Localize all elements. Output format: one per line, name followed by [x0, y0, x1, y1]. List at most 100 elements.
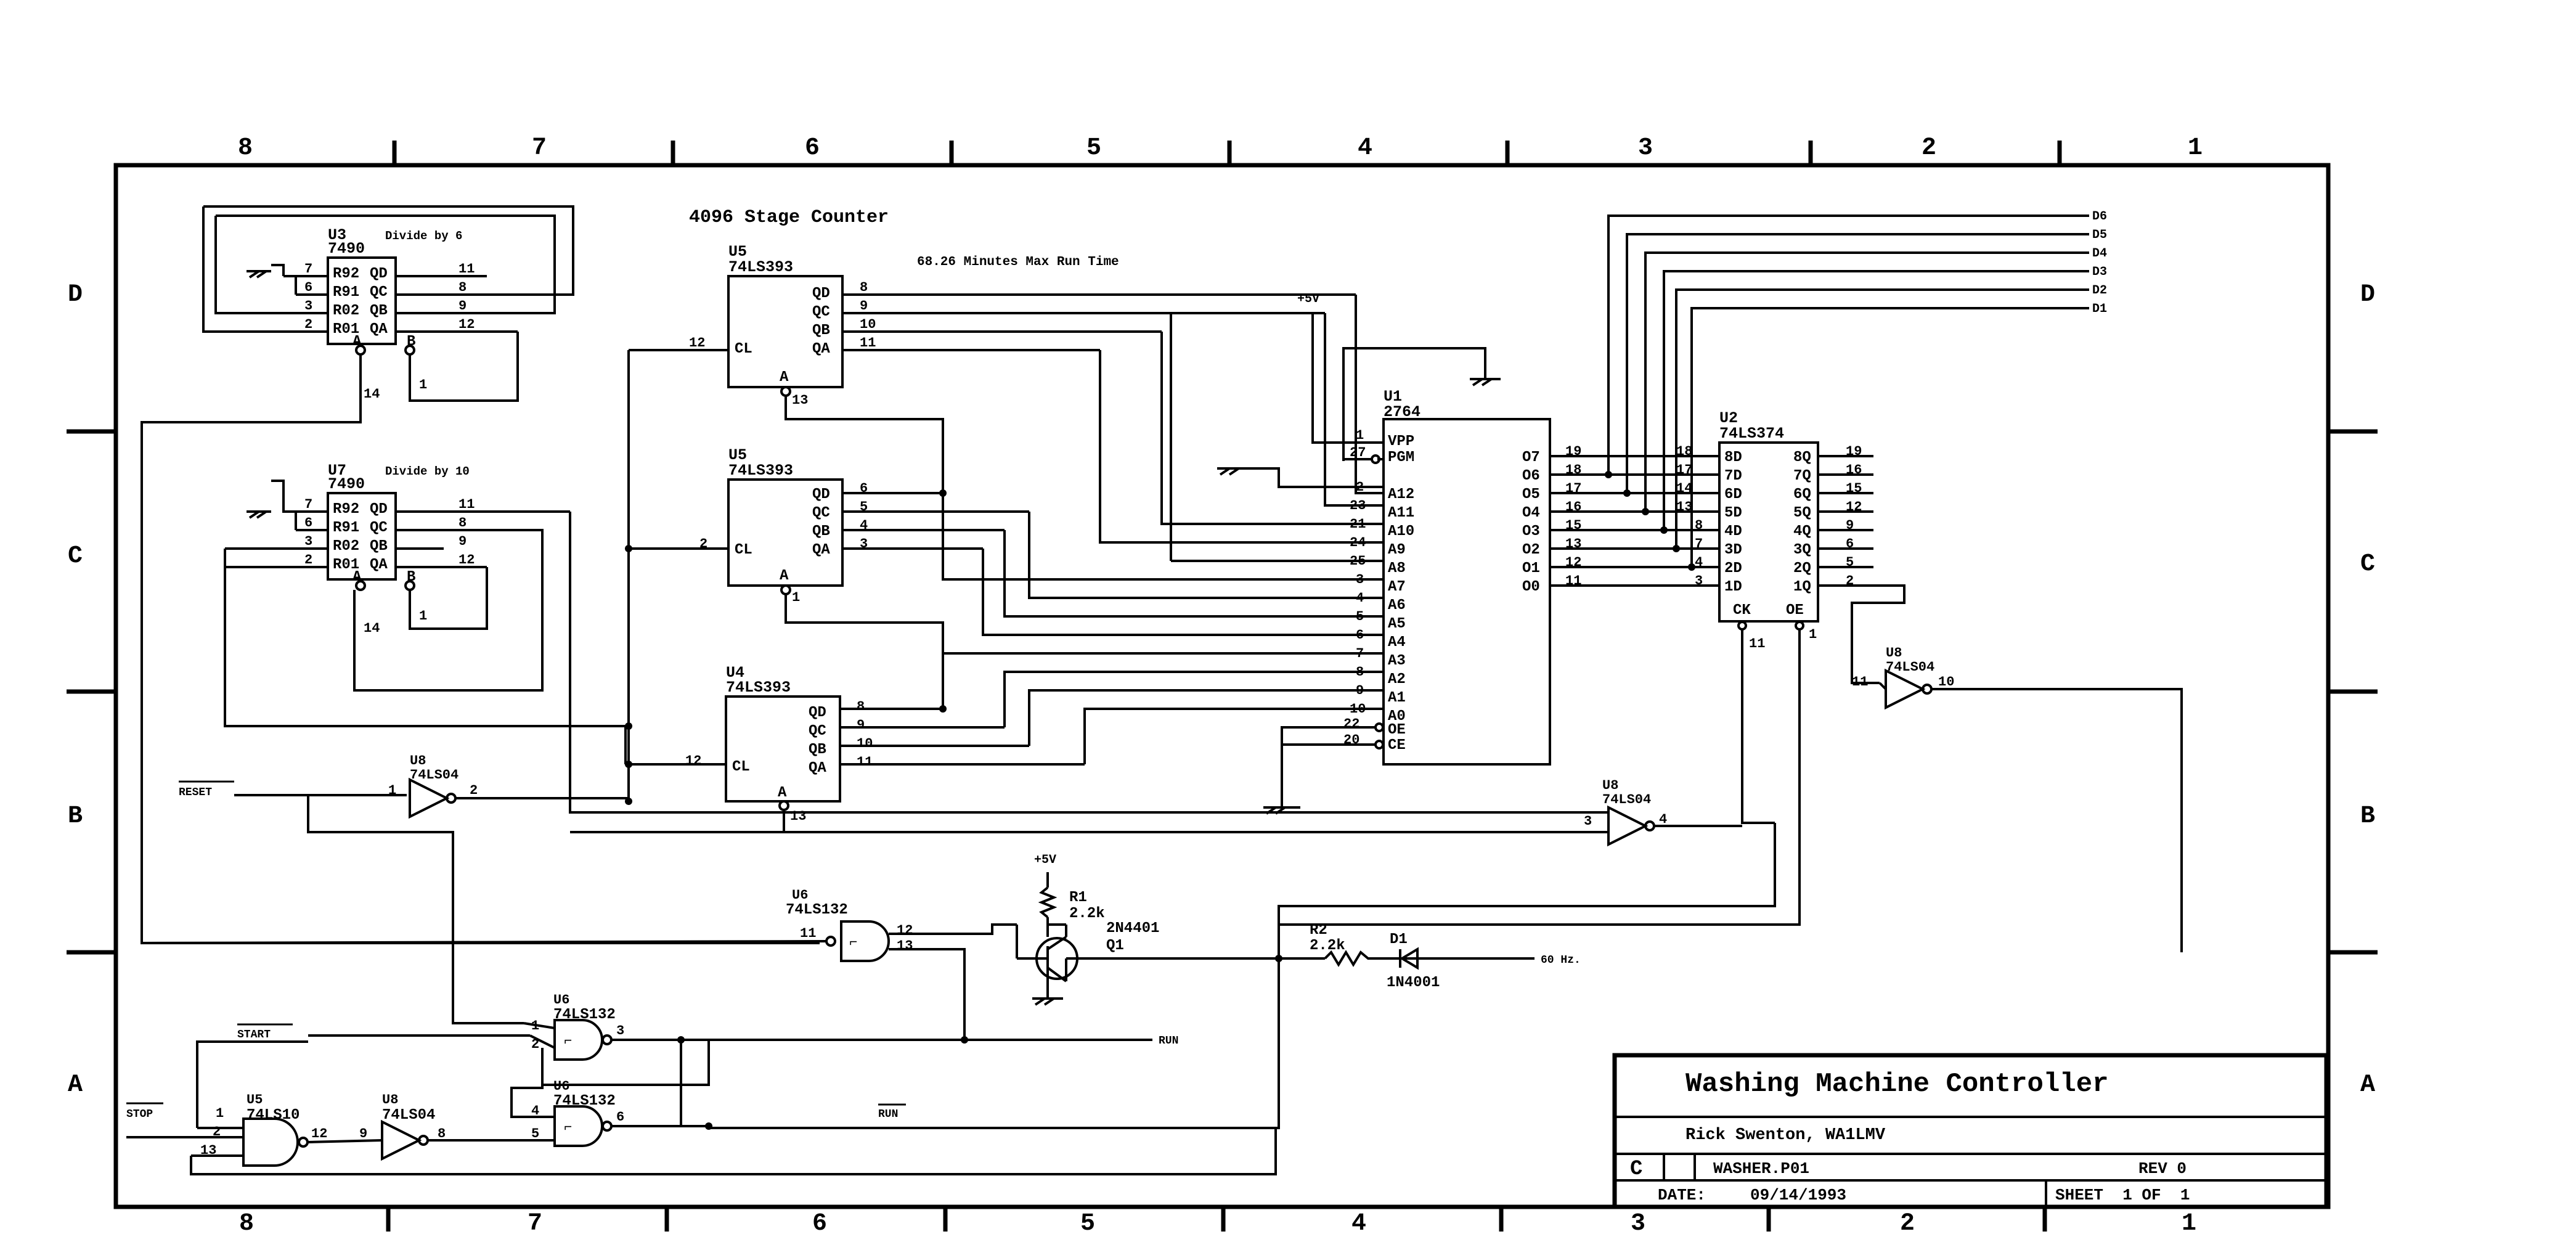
u6t-ref: U6 — [792, 888, 808, 903]
u3-pin-r91: R91 — [333, 284, 359, 301]
u7-pin-qa: QA — [370, 557, 388, 573]
u2-num-1: 1 — [1809, 627, 1817, 642]
u7-num-6: 6 — [304, 515, 312, 531]
u1-num-9: 9 — [1356, 683, 1364, 698]
u1-pin-a0: A0 — [1388, 708, 1406, 725]
u1-pin-o3: O3 — [1522, 523, 1540, 540]
u7-pin-r01: R01 — [333, 557, 359, 573]
rev-text: REV 0 — [2138, 1159, 2187, 1178]
u6t-symbol: ⌐ — [849, 935, 857, 950]
u2-num-7: 7 — [1695, 536, 1703, 552]
u1-pin-a8: A8 — [1388, 560, 1406, 577]
u2-num-8: 8 — [1695, 518, 1703, 533]
u1-pin-oe: OE — [1388, 722, 1406, 738]
u2-pin-2q: 2Q — [1793, 560, 1811, 577]
u1-2764: U1 2764 VPP PGM A12 A11 A10 A9 A8 A7 A6 … — [1217, 292, 1581, 815]
u5a-part: 74LS393 — [728, 258, 793, 276]
u1-pin-pgm: PGM — [1388, 449, 1414, 466]
u5a-num-9: 9 — [860, 298, 868, 314]
u2-ref: U2 — [1719, 409, 1738, 427]
zone-col-bottom-5: 5 — [1080, 1210, 1095, 1238]
u1-pin-o2: O2 — [1522, 542, 1540, 558]
zone-col-bottom-1: 1 — [2182, 1210, 2196, 1238]
u4-num-10: 10 — [857, 736, 873, 751]
u2-num-11: 11 — [1749, 636, 1765, 652]
u1-pin-a7: A7 — [1388, 579, 1406, 595]
u5a-pin-qa: QA — [812, 341, 830, 357]
run-bar-label: RUN — [878, 1108, 898, 1121]
u8r-in: 1 — [388, 783, 396, 798]
start-label: START — [237, 1029, 271, 1041]
u5b-pin-qc: QC — [812, 505, 830, 521]
u8b-ref: U8 — [1602, 778, 1618, 793]
u3-pin-r01: R01 — [333, 321, 359, 338]
r2-ref: R2 — [1310, 922, 1327, 939]
u6t-in1: 11 — [800, 926, 816, 941]
u7-num-12: 12 — [459, 552, 475, 568]
u5a-num-8: 8 — [860, 280, 868, 295]
u3-pin-r92: R92 — [333, 266, 359, 282]
u5b-num-1: 1 — [792, 590, 800, 605]
u5a-num-10: 10 — [860, 317, 876, 332]
zone-col-top-1: 1 — [2188, 134, 2203, 162]
u6a2-ref: U6 — [553, 1079, 569, 1094]
u4-num-13: 13 — [790, 809, 806, 824]
u5a-pin-qc: QC — [812, 304, 830, 321]
u6a1-symbol: ⌐ — [564, 1034, 572, 1049]
u5a-num-12: 12 — [689, 335, 705, 351]
u1-num-27: 27 — [1350, 445, 1366, 460]
u8a-out: 8 — [438, 1126, 446, 1142]
u5n-in1: 1 — [216, 1106, 224, 1121]
u1-num-24: 24 — [1350, 535, 1366, 550]
u8a-in: 9 — [359, 1126, 367, 1142]
u1-pin-a5: A5 — [1388, 616, 1406, 632]
u7-num-11: 11 — [459, 497, 475, 512]
u8r-out: 2 — [470, 783, 478, 798]
u6t-part: 74LS132 — [786, 902, 848, 918]
u5b-74ls393: U5 74LS393 QD QC QB QA CL A 6 5 4 3 2 1 — [629, 446, 1029, 709]
u8b-in: 3 — [1584, 814, 1592, 829]
u1-pin-o5: O5 — [1522, 486, 1540, 503]
u2-num-17: 17 — [1676, 462, 1692, 478]
zone-row-left-d: D — [68, 281, 83, 309]
u6a1-out: 3 — [616, 1023, 624, 1039]
zone-col-top-4: 4 — [1358, 134, 1372, 162]
clock-bus — [624, 350, 632, 805]
output-d6: D6 — [2092, 210, 2107, 224]
zone-col-top-6: 6 — [805, 134, 820, 162]
u8a-ref: U8 — [382, 1092, 398, 1108]
u1-num-25: 25 — [1350, 554, 1366, 569]
u4-num-11: 11 — [857, 754, 873, 770]
u2-pin-7q: 7Q — [1793, 468, 1811, 484]
u3-7490: U3 Divide by 6 7490 R92 R91 R02 R01 QD Q… — [283, 226, 542, 402]
u4-74ls393: U4 74LS393 QD QC QB QA CL A 8 9 10 11 12… — [570, 664, 1608, 833]
u2-part: 74LS374 — [1719, 425, 1784, 443]
u4-num-12: 12 — [685, 753, 701, 769]
u5b-pin-qd: QD — [812, 486, 830, 503]
u2-num-14: 14 — [1676, 481, 1692, 496]
d1-part: 1N4001 — [1387, 974, 1440, 991]
u3-num-3: 3 — [304, 298, 312, 314]
u3-num-7: 7 — [304, 261, 312, 277]
sheet-text: SHEET 1 OF 1 — [2055, 1186, 2190, 1204]
u7-num-9: 9 — [459, 534, 467, 549]
u6t-in2: 13 — [897, 938, 913, 954]
u5-nand3: STOP U5 74LS10 1 2 13 12 — [126, 1040, 1277, 1175]
vcc-q1-label: +5V — [1034, 853, 1056, 867]
zone-row-right-c: C — [2360, 550, 2375, 578]
zone-row-right-a: A — [2360, 1071, 2375, 1099]
zone-col-top-5: 5 — [1086, 134, 1101, 162]
zone-col-top-2: 2 — [1922, 134, 1936, 162]
run-label: RUN — [1159, 1035, 1178, 1047]
u4-pin-qd: QD — [809, 705, 826, 721]
u6a1-in2: 2 — [531, 1037, 539, 1052]
u6a1-ref: U6 — [553, 992, 569, 1008]
u4-part: 74LS393 — [726, 679, 791, 697]
zone-row-right-d: D — [2360, 281, 2375, 309]
output-d4: D4 — [2092, 247, 2107, 261]
u1-pin-ce: CE — [1388, 737, 1406, 754]
u3-num-1: 1 — [419, 377, 427, 393]
u7-pin-qb: QB — [370, 538, 388, 555]
u1-num-21: 21 — [1350, 517, 1366, 532]
u3-num-14: 14 — [364, 386, 380, 402]
